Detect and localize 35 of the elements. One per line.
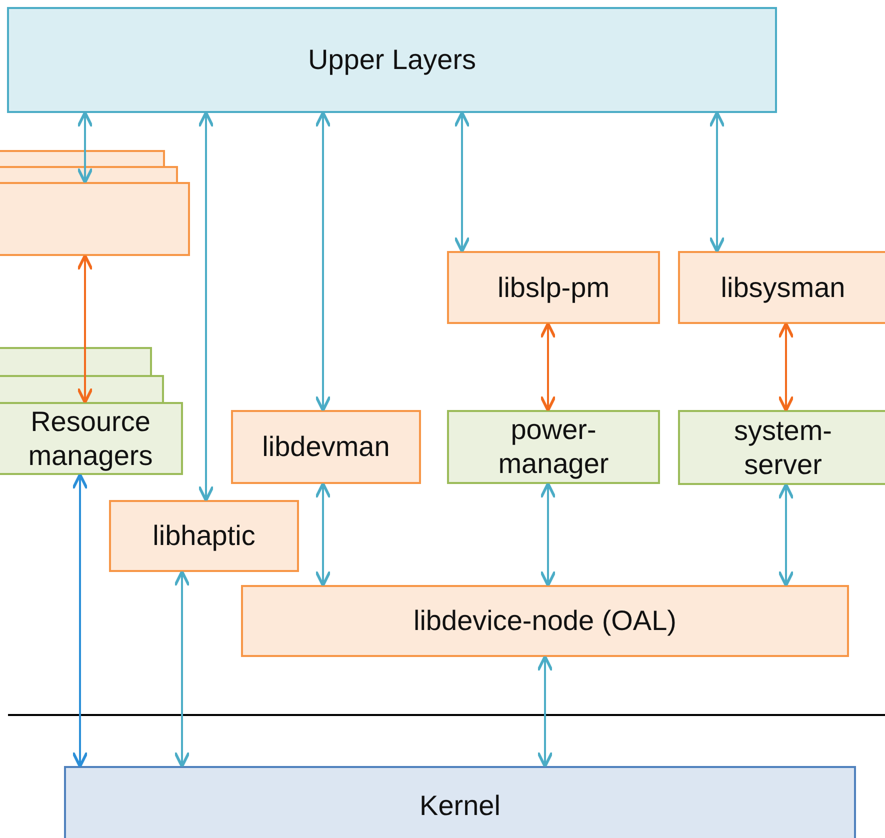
node-label: Resource managers bbox=[27, 404, 154, 472]
double-arrow bbox=[76, 111, 94, 184]
node-label: Kernel bbox=[418, 789, 502, 823]
double-arrow bbox=[778, 322, 794, 412]
double-arrow bbox=[314, 111, 332, 412]
library-box bbox=[241, 585, 849, 657]
layer-box bbox=[7, 7, 777, 113]
node-label: power- manager bbox=[497, 413, 610, 481]
node-label: system- server bbox=[733, 414, 833, 482]
node-label: libdevman bbox=[261, 430, 391, 464]
double-arrow bbox=[708, 111, 726, 253]
double-arrow bbox=[540, 322, 556, 412]
library-box bbox=[678, 251, 885, 324]
module-box bbox=[0, 182, 190, 256]
service-box bbox=[447, 410, 660, 484]
service-box bbox=[0, 402, 183, 475]
double-arrow bbox=[76, 254, 94, 404]
double-arrow bbox=[454, 111, 470, 253]
library-box bbox=[231, 410, 421, 484]
kernel-box bbox=[64, 766, 856, 838]
double-arrow bbox=[536, 655, 554, 768]
double-arrow bbox=[540, 482, 556, 587]
double-arrow bbox=[314, 482, 332, 587]
node-label: libhaptic bbox=[152, 519, 256, 553]
double-arrow bbox=[198, 111, 214, 502]
double-arrow bbox=[72, 473, 88, 768]
node-label: libsysman bbox=[720, 270, 846, 304]
node-label: libslp-pm bbox=[496, 270, 611, 304]
library-box bbox=[447, 251, 660, 324]
library-box bbox=[109, 500, 299, 572]
node-label: Upper Layers bbox=[306, 43, 478, 77]
node-label: libdevice-node (OAL) bbox=[412, 604, 678, 638]
double-arrow bbox=[174, 570, 190, 768]
service-box bbox=[678, 410, 885, 485]
double-arrow bbox=[778, 483, 794, 587]
